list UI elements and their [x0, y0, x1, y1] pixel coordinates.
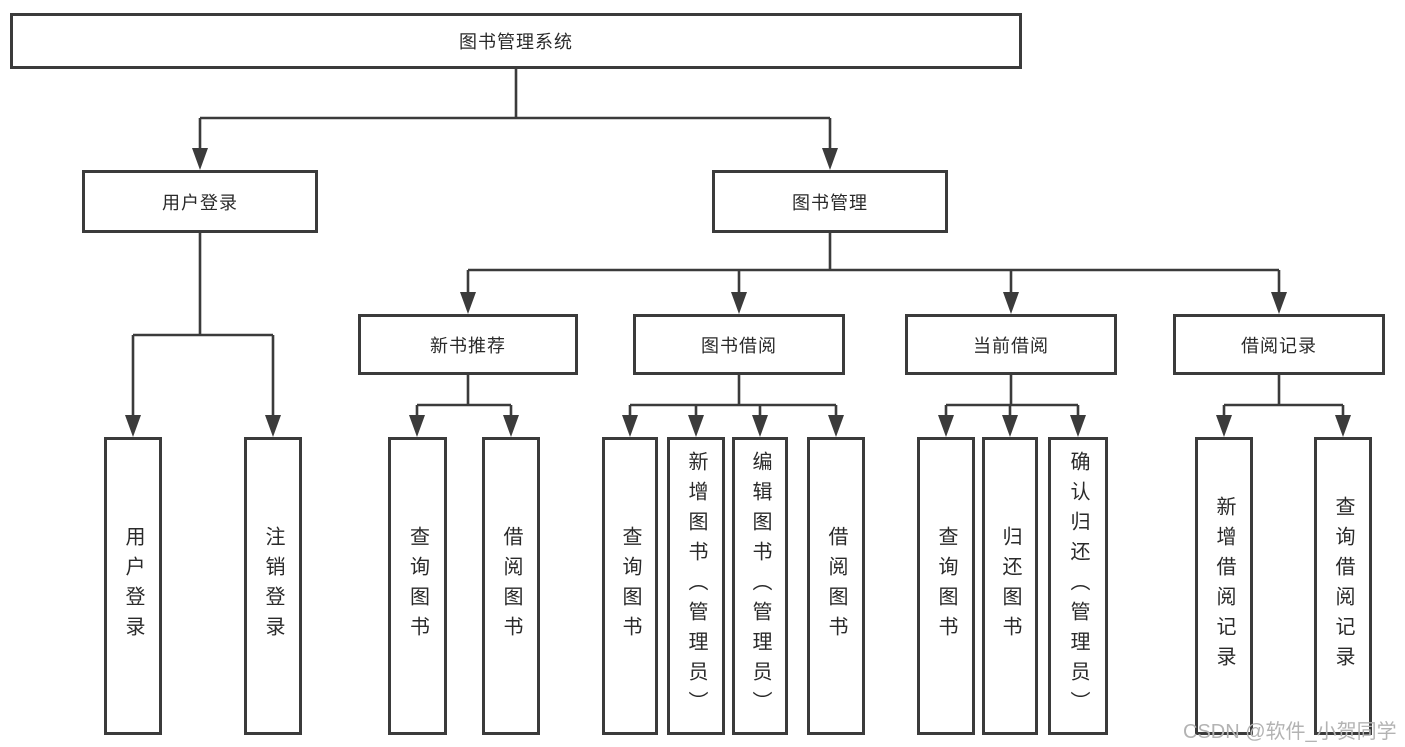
- node-label: 确认归还（管理员）: [1067, 451, 1089, 721]
- node-label: 新书推荐: [430, 335, 506, 356]
- node-add-borrow-record: 新增借阅记录: [1195, 437, 1253, 735]
- node-label: 用户登录: [122, 526, 144, 646]
- arrowhead-icon: [938, 415, 1086, 437]
- node-return-books: 归还图书: [982, 437, 1038, 735]
- connector-borrow-records-subtree: [1222, 375, 1345, 418]
- node-confirm-return-admin: 确认归还（管理员）: [1048, 437, 1108, 735]
- node-current-borrowing: 当前借阅: [905, 314, 1117, 375]
- node-label: 图书管理系统: [459, 32, 573, 52]
- node-query-borrow-record: 查询借阅记录: [1314, 437, 1372, 735]
- node-borrow-records: 借阅记录: [1173, 314, 1385, 375]
- node-label: 用户登录: [162, 192, 238, 213]
- connector-book-borrow-subtree: [628, 375, 838, 418]
- node-book-management-system: 图书管理系统: [10, 13, 1022, 69]
- node-query-books-current: 查询图书: [917, 437, 975, 735]
- node-label: 新增借阅记录: [1213, 496, 1235, 676]
- node-label: 图书管理: [792, 192, 868, 213]
- node-label: 当前借阅: [973, 335, 1049, 356]
- node-add-books-admin: 新增图书（管理员）: [667, 437, 725, 735]
- connector-new-book-subtree: [415, 375, 513, 418]
- node-label: 查询图书: [935, 526, 957, 646]
- node-new-book-recommend: 新书推荐: [358, 314, 578, 375]
- node-label: 新增图书（管理员）: [685, 451, 707, 721]
- node-book-management: 图书管理: [712, 170, 948, 233]
- node-label: 图书借阅: [701, 335, 777, 356]
- connector-book-mgmt-to-level3: [466, 233, 1281, 295]
- arrowhead-icon: [1216, 415, 1351, 437]
- node-user-login-action: 用户登录: [104, 437, 162, 735]
- node-query-books-recommend: 查询图书: [388, 437, 447, 735]
- arrowhead-icon: [409, 415, 519, 437]
- connector-user-login-subtree: [131, 233, 275, 418]
- node-query-books-borrowing: 查询图书: [602, 437, 658, 735]
- node-logout-action: 注销登录: [244, 437, 302, 735]
- node-borrow-books-recommend: 借阅图书: [482, 437, 540, 735]
- node-label: 查询借阅记录: [1332, 496, 1354, 676]
- node-label: 借阅记录: [1241, 335, 1317, 356]
- node-label: 注销登录: [262, 526, 284, 646]
- arrowhead-icon: [460, 292, 1287, 314]
- connector-current-borrow-subtree: [944, 375, 1080, 418]
- node-user-login: 用户登录: [82, 170, 318, 233]
- node-label: 查询图书: [406, 526, 429, 646]
- arrowhead-icon: [622, 415, 844, 437]
- node-label: 借阅图书: [500, 526, 522, 646]
- csdn-watermark: CSDN @软件_小贺同学: [1183, 721, 1397, 743]
- node-edit-books-admin: 编辑图书（管理员）: [732, 437, 788, 735]
- arrowhead-icon: [125, 415, 281, 437]
- arrowhead-icon: [192, 148, 838, 170]
- connector-root-to-level2: [198, 68, 832, 150]
- node-book-borrowing: 图书借阅: [633, 314, 845, 375]
- node-borrow-books-borrowing: 借阅图书: [807, 437, 865, 735]
- node-label: 归还图书: [999, 526, 1021, 646]
- node-label: 查询图书: [619, 526, 641, 646]
- node-label: 借阅图书: [825, 526, 847, 646]
- node-label: 编辑图书（管理员）: [749, 451, 771, 721]
